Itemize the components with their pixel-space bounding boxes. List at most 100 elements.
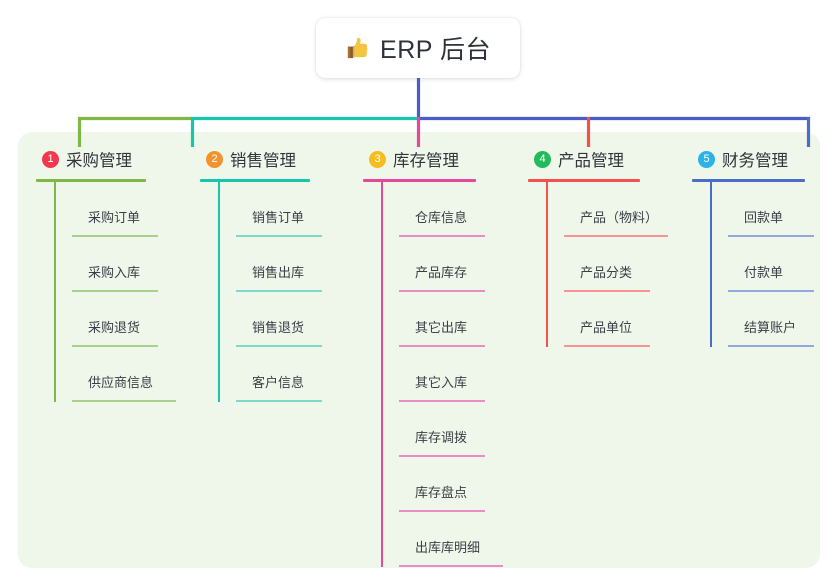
leaf-node[interactable]: 产品分类 <box>546 237 650 292</box>
leaf-node-label: 销售退货 <box>252 320 305 335</box>
thumbs-up-icon <box>345 35 371 61</box>
leaf-node-rule <box>236 345 322 347</box>
diagram-panel <box>18 132 820 568</box>
leaf-node[interactable]: 采购入库 <box>54 237 158 292</box>
branch-rule-2 <box>200 179 310 182</box>
leaf-node-label: 客户信息 <box>252 375 305 390</box>
leaf-node[interactable]: 销售退货 <box>218 292 322 347</box>
leaf-node-label: 产品（物料） <box>580 210 659 225</box>
leaf-node-rule <box>399 345 485 347</box>
leaf-node[interactable]: 产品单位 <box>546 292 650 347</box>
leaf-node-label: 付款单 <box>744 265 784 280</box>
branch-rule-5 <box>692 179 805 182</box>
branch-header-3[interactable]: 3 库存管理 <box>363 146 476 172</box>
branch-column-3[interactable]: 3 库存管理 仓库信息产品库存其它出库其它入库库存调拨库存盘点出库库明细 <box>363 146 503 567</box>
branch-header-2[interactable]: 2 销售管理 <box>200 146 310 172</box>
leaf-node-label: 其它出库 <box>415 320 468 335</box>
branch-badge-2: 2 <box>206 150 223 168</box>
leaf-node-rule <box>564 235 668 237</box>
branch-column-5[interactable]: 5 财务管理 回款单付款单结算账户 <box>692 146 814 347</box>
leaf-node-label: 回款单 <box>744 210 784 225</box>
leaf-node[interactable]: 客户信息 <box>218 347 322 402</box>
branch-items-2: 销售订单销售出库销售退货客户信息 <box>200 182 322 402</box>
leaf-node-label: 销售订单 <box>252 210 305 225</box>
leaf-node-rule <box>728 290 814 292</box>
leaf-node[interactable]: 结算账户 <box>710 292 814 347</box>
leaf-node-label: 供应商信息 <box>88 375 154 390</box>
branch-badge-1: 1 <box>42 150 59 168</box>
branch-items-1: 采购订单采购入库采购退货供应商信息 <box>36 182 176 402</box>
branch-title-5: 财务管理 <box>722 152 788 170</box>
leaf-node-label: 采购入库 <box>88 265 141 280</box>
leaf-node-label: 库存盘点 <box>415 485 468 500</box>
branch-rule-1 <box>36 179 146 182</box>
branch-title-3: 库存管理 <box>393 152 459 170</box>
branch-column-2[interactable]: 2 销售管理 销售订单销售出库销售退货客户信息 <box>200 146 322 402</box>
leaf-node-rule <box>72 235 158 237</box>
leaf-node-rule <box>399 400 485 402</box>
branch-badge-4: 4 <box>534 150 551 168</box>
branch-rule-3 <box>363 179 476 182</box>
leaf-node[interactable]: 出库库明细 <box>381 512 503 567</box>
leaf-node-label: 出库库明细 <box>415 540 481 555</box>
leaf-node-rule <box>72 345 158 347</box>
leaf-node-label: 销售出库 <box>252 265 305 280</box>
root-title: ERP 后台 <box>380 36 491 64</box>
leaf-node[interactable]: 采购订单 <box>54 182 158 237</box>
root-node[interactable]: ERP 后台 <box>316 18 520 78</box>
leaf-node-label: 产品单位 <box>580 320 633 335</box>
leaf-node[interactable]: 回款单 <box>710 182 814 237</box>
branch-spine-1 <box>54 182 56 402</box>
leaf-node-label: 仓库信息 <box>415 210 468 225</box>
branch-header-5[interactable]: 5 财务管理 <box>692 146 805 172</box>
branch-items-5: 回款单付款单结算账户 <box>692 182 814 347</box>
branch-column-4[interactable]: 4 产品管理 产品（物料） 产品分类产品单位 <box>528 146 668 347</box>
branch-title-1: 采购管理 <box>66 152 132 170</box>
branch-header-1[interactable]: 1 采购管理 <box>36 146 146 172</box>
leaf-node-rule <box>728 345 814 347</box>
leaf-node-rule <box>399 235 485 237</box>
leaf-node-label: 结算账户 <box>744 320 797 335</box>
branch-badge-5: 5 <box>698 150 715 168</box>
leaf-node[interactable]: 其它入库 <box>381 347 485 402</box>
branch-title-4: 产品管理 <box>558 152 624 170</box>
leaf-node-label: 库存调拨 <box>415 430 468 445</box>
leaf-node[interactable]: 仓库信息 <box>381 182 485 237</box>
branch-column-1[interactable]: 1 采购管理 采购订单采购入库采购退货供应商信息 <box>36 146 176 402</box>
leaf-node-rule <box>564 290 650 292</box>
leaf-node-rule <box>728 235 814 237</box>
leaf-node[interactable]: 采购退货 <box>54 292 158 347</box>
leaf-node-rule <box>236 290 322 292</box>
leaf-node[interactable]: 其它出库 <box>381 292 485 347</box>
leaf-node-label: 产品库存 <box>415 265 468 280</box>
leaf-node-rule <box>399 455 485 457</box>
branch-items-4: 产品（物料） 产品分类产品单位 <box>528 182 668 347</box>
leaf-node[interactable]: 销售出库 <box>218 237 322 292</box>
leaf-node-rule <box>72 290 158 292</box>
branch-badge-3: 3 <box>369 150 386 168</box>
leaf-node[interactable]: 销售订单 <box>218 182 322 237</box>
root-node-content: ERP 后台 <box>345 30 491 66</box>
leaf-node-rule <box>399 290 485 292</box>
leaf-node-label: 采购订单 <box>88 210 141 225</box>
branch-header-4[interactable]: 4 产品管理 <box>528 146 640 172</box>
leaf-node-rule <box>399 510 485 512</box>
leaf-node-rule <box>399 565 503 567</box>
leaf-node[interactable]: 产品库存 <box>381 237 485 292</box>
leaf-node-label: 采购退货 <box>88 320 141 335</box>
branch-title-2: 销售管理 <box>230 152 296 170</box>
branch-rule-4 <box>528 179 640 182</box>
leaf-node[interactable]: 库存盘点 <box>381 457 485 512</box>
leaf-node-rule <box>72 400 176 402</box>
branch-spine-3 <box>381 182 383 567</box>
branch-items-3: 仓库信息产品库存其它出库其它入库库存调拨库存盘点出库库明细 <box>363 182 503 567</box>
leaf-node-label: 其它入库 <box>415 375 468 390</box>
leaf-node[interactable]: 库存调拨 <box>381 402 485 457</box>
branch-spine-5 <box>710 182 712 347</box>
leaf-node-rule <box>236 400 322 402</box>
leaf-node-rule <box>236 235 322 237</box>
leaf-node[interactable]: 付款单 <box>710 237 814 292</box>
leaf-node[interactable]: 供应商信息 <box>54 347 176 402</box>
leaf-node[interactable]: 产品（物料） <box>546 182 668 237</box>
